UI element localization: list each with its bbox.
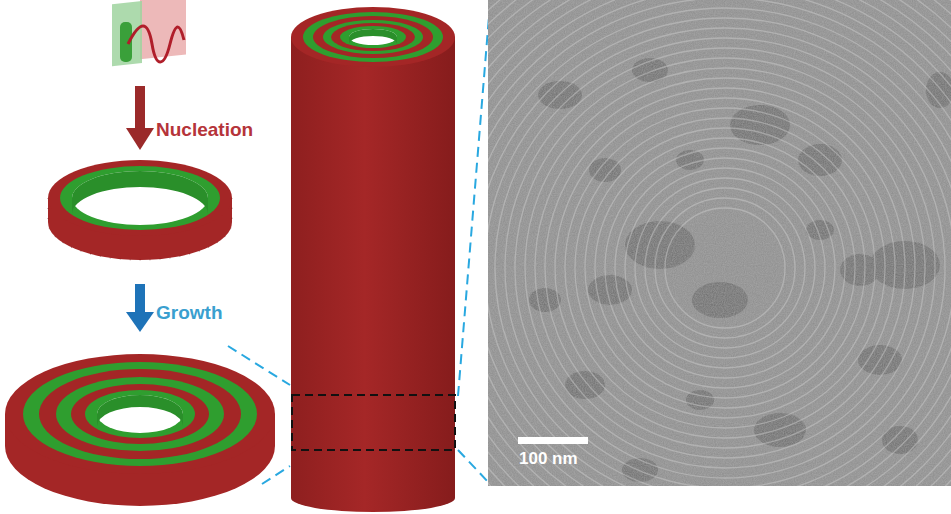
grown-disc bbox=[5, 354, 275, 506]
scale-bar bbox=[518, 437, 588, 444]
nucleus-icon bbox=[112, 0, 186, 66]
scale-label: 100 nm bbox=[519, 450, 578, 469]
nucleation-arrow bbox=[126, 86, 154, 150]
step-label: Nucleation bbox=[156, 120, 253, 141]
step-label: Growth bbox=[156, 303, 223, 324]
zoom-lines bbox=[228, 4, 490, 484]
selection-box bbox=[292, 395, 455, 450]
nucleus-ring bbox=[48, 160, 232, 260]
growth-arrow bbox=[126, 284, 154, 332]
nanowire-cylinder bbox=[291, 7, 455, 512]
tem-image bbox=[488, 0, 951, 486]
